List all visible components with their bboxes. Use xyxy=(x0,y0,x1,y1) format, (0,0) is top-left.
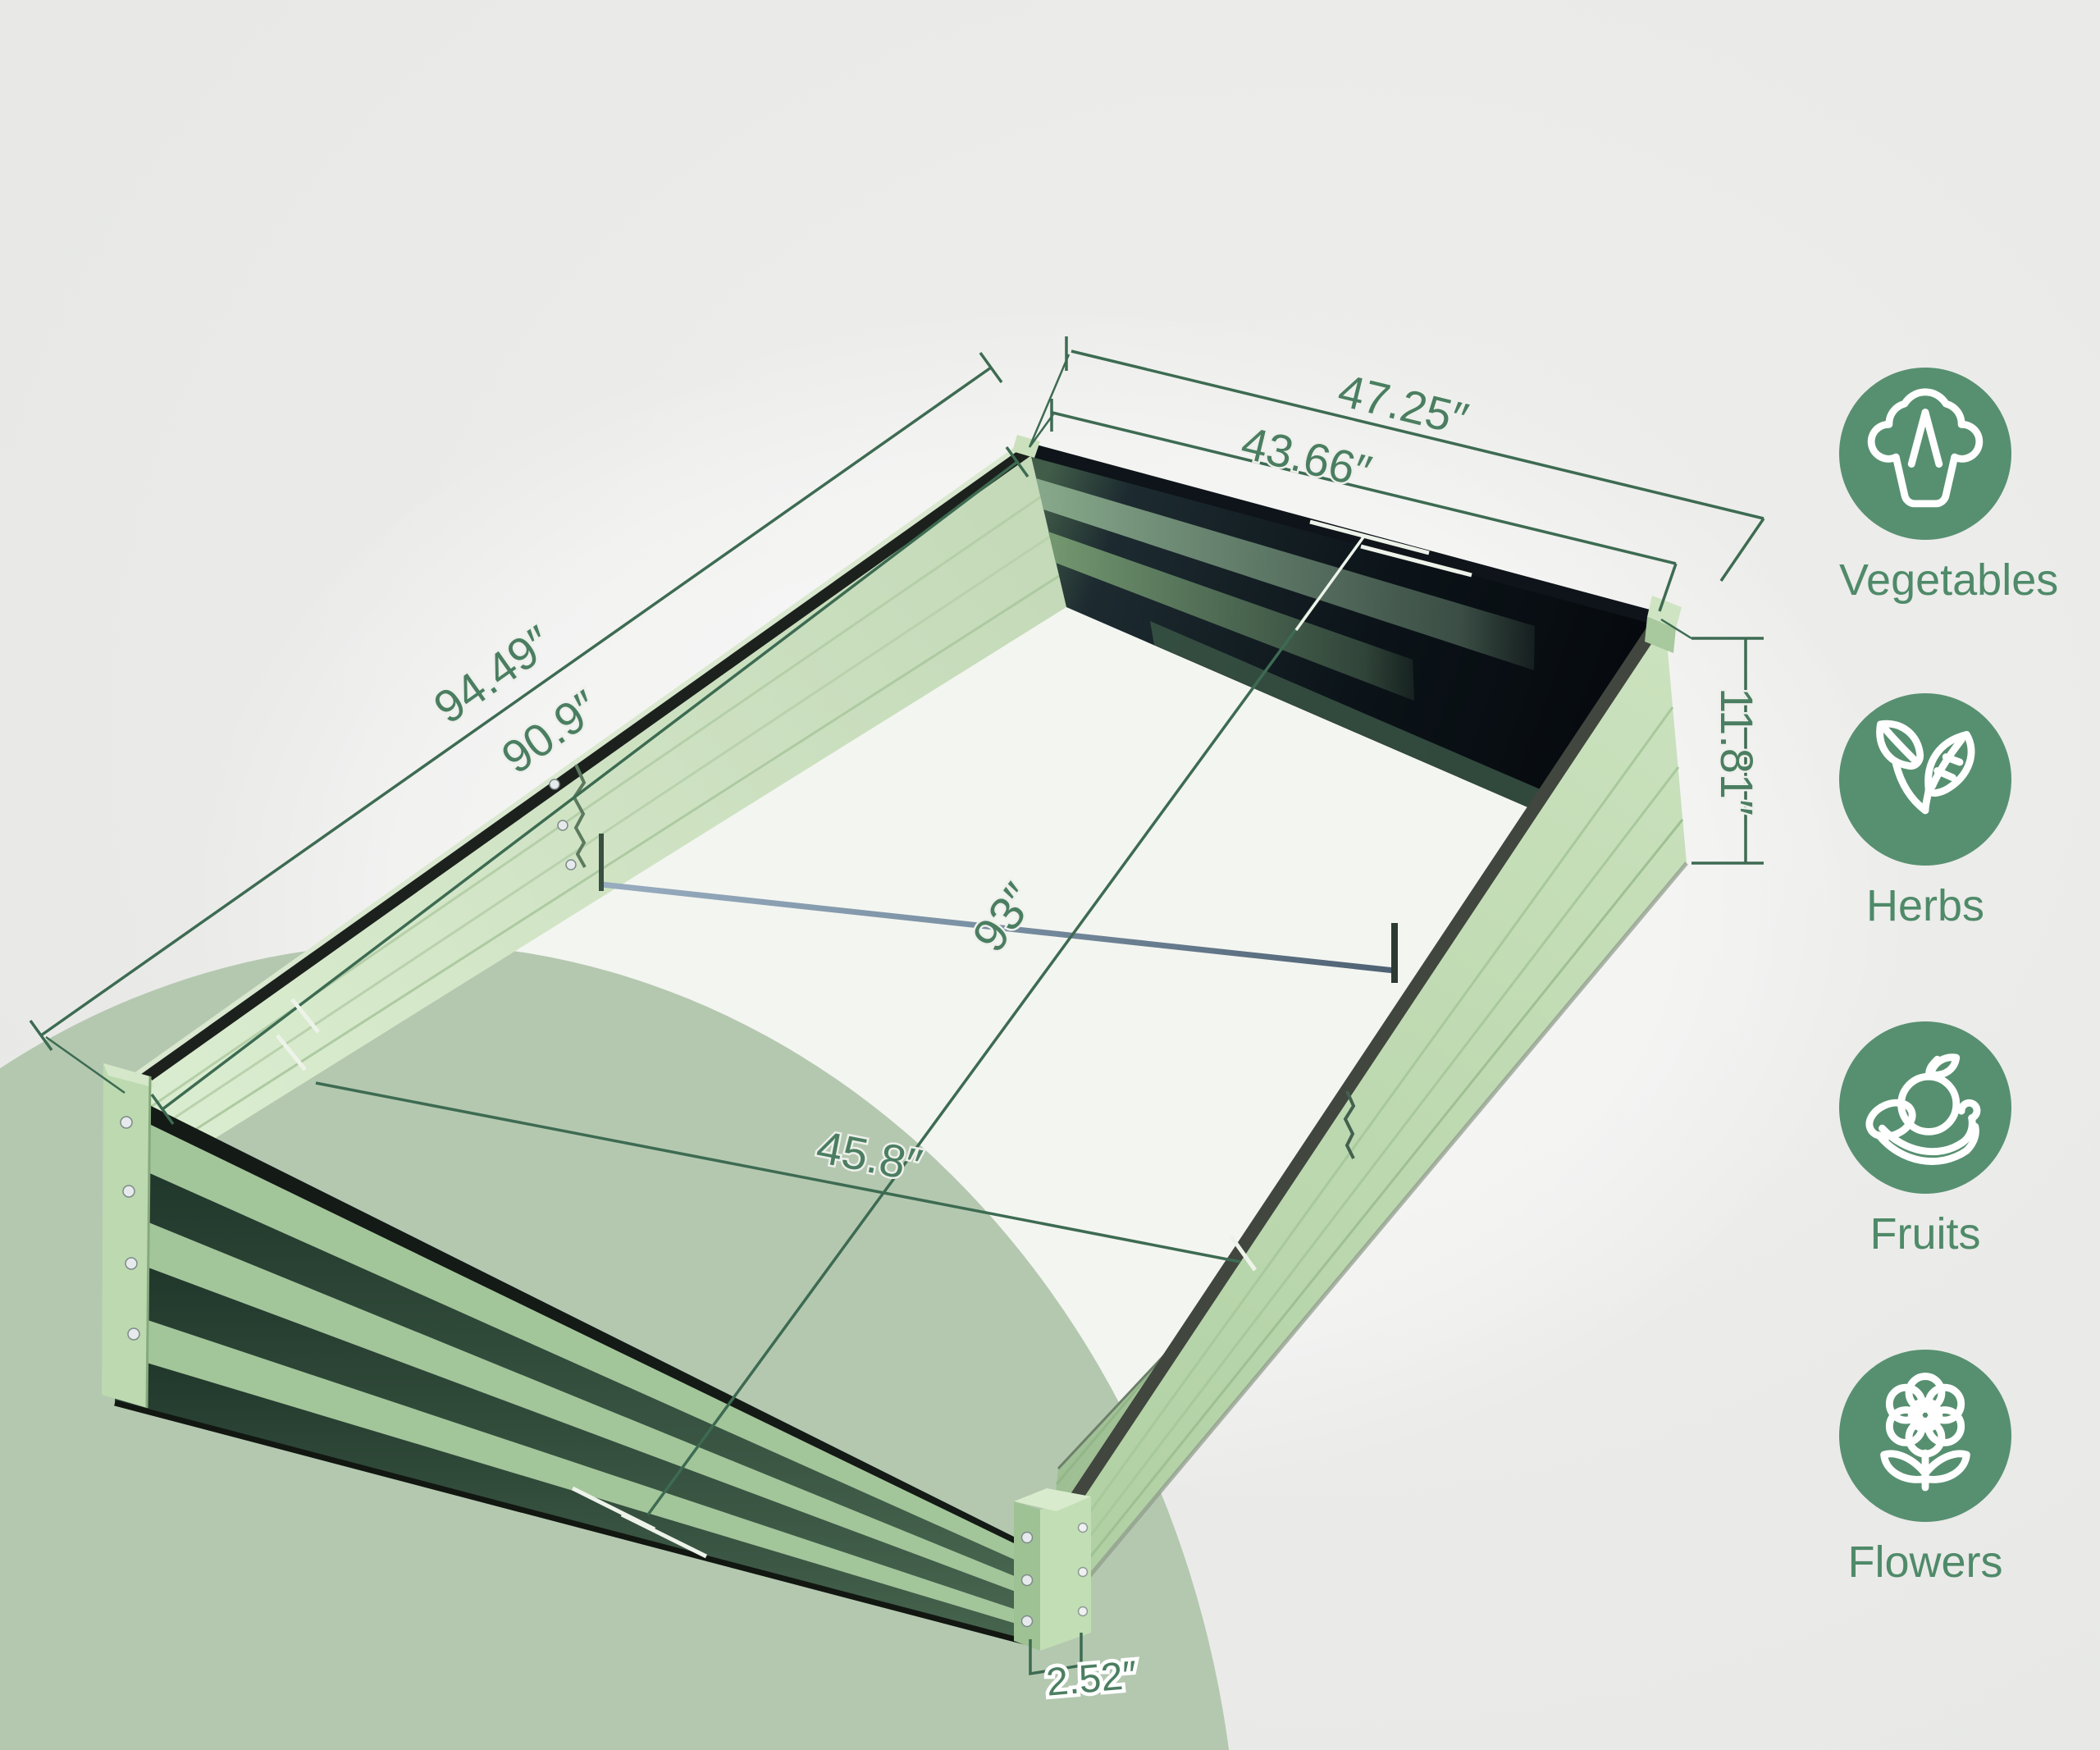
garden-bed xyxy=(102,435,1688,1651)
category-flowers: Flowers xyxy=(1839,1350,2011,1588)
dimension-ticks xyxy=(276,519,1472,1559)
category-label: Flowers xyxy=(1847,1538,2003,1587)
bed-wall-far-left xyxy=(118,441,1066,1145)
corner-post-right xyxy=(1645,596,1682,653)
category-label: Fruits xyxy=(1869,1209,1981,1259)
center-brace-rod xyxy=(599,834,1398,1159)
fruit-icon xyxy=(1839,1021,2011,1194)
broccoli-icon xyxy=(1839,368,2011,540)
category-vegetables: Vegetables xyxy=(1839,368,2059,605)
category-herbs: Herbs xyxy=(1839,693,2011,931)
leaves-icon xyxy=(1839,693,2011,866)
bed-wall-far-right xyxy=(1027,443,1664,860)
bed-wall-front-left xyxy=(114,1093,1042,1647)
dimension-lines xyxy=(29,336,1765,1676)
corner-post-front xyxy=(1014,1488,1091,1651)
category-fruits: Fruits xyxy=(1839,1021,2011,1259)
category-label: Vegetables xyxy=(1839,555,2059,605)
corner-post-left xyxy=(102,1063,155,1409)
bed-wall-front-right xyxy=(1034,617,1688,1643)
dim-label-height: 11.81″ xyxy=(1711,688,1763,816)
dim-label-post-depth: 2.52″ xyxy=(1044,1653,1139,1704)
flower-icon xyxy=(1839,1350,2011,1522)
category-label: Herbs xyxy=(1865,881,1985,930)
